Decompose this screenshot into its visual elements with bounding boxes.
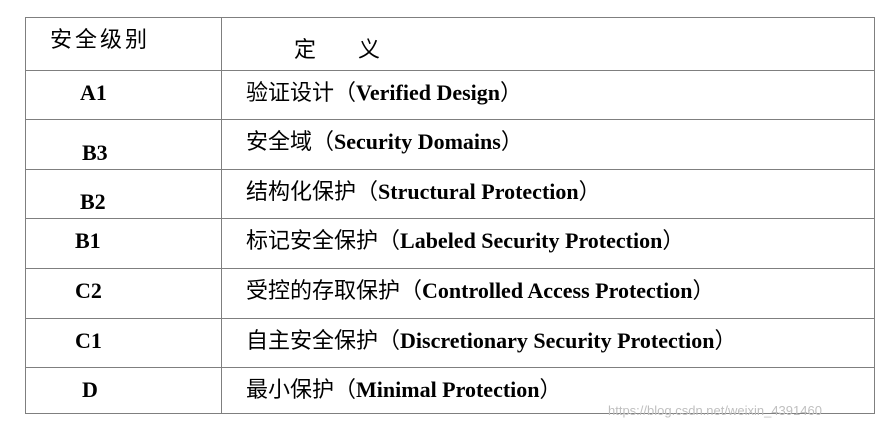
definition-cn: 结构化保护（: [246, 180, 379, 205]
row-divider: [26, 169, 874, 170]
row-divider: [26, 318, 874, 319]
security-level-table: 安全级别 定义 A1 验证设计（Verified Design） B3 安全域（…: [25, 17, 875, 414]
definition-cn: 自主安全保护（: [246, 329, 401, 354]
definition-cell: 安全域（Security Domains）: [246, 129, 523, 156]
row-divider: [26, 367, 874, 368]
definition-en: Controlled Access Protection: [422, 278, 693, 303]
definition-cell: 结构化保护（Structural Protection）: [246, 179, 601, 206]
definition-cell: 验证设计（Verified Design）: [246, 80, 522, 107]
level-cell: A1: [80, 80, 107, 105]
definition-en: Labeled Security Protection: [400, 228, 663, 253]
definition-cn: 安全域（: [246, 130, 335, 155]
definition-close: ）: [714, 329, 737, 354]
definition-cell: 受控的存取保护（Controlled Access Protection）: [246, 278, 715, 305]
level-cell: B2: [80, 189, 106, 214]
definition-cn: 受控的存取保护（: [246, 279, 423, 304]
level-cell: B3: [82, 140, 108, 165]
header-security-level: 安全级别: [50, 28, 151, 53]
row-divider: [26, 268, 874, 269]
definition-close: ）: [539, 378, 562, 403]
definition-close: ）: [662, 229, 685, 254]
row-divider: [26, 119, 874, 120]
watermark: https://blog.csdn.net/weixin_4391460: [608, 403, 822, 418]
definition-en: Discretionary Security Protection: [400, 328, 715, 353]
definition-en: Minimal Protection: [356, 377, 540, 402]
definition-close: ）: [500, 130, 523, 155]
definition-close: ）: [578, 180, 601, 205]
header-definition: 定义: [294, 38, 423, 63]
definition-en: Structural Protection: [378, 179, 579, 204]
definition-cn: 最小保护（: [246, 378, 357, 403]
definition-cn: 标记安全保护（: [246, 229, 401, 254]
definition-cn: 验证设计（: [246, 81, 357, 106]
definition-close: ）: [692, 279, 715, 304]
definition-cell: 自主安全保护（Discretionary Security Protection…: [246, 328, 736, 355]
definition-close: ）: [500, 81, 523, 106]
level-cell: B1: [75, 228, 101, 253]
definition-en: Security Domains: [334, 129, 501, 154]
column-divider: [221, 18, 222, 413]
definition-en: Verified Design: [356, 80, 501, 105]
row-divider: [26, 218, 874, 219]
level-cell: C1: [75, 328, 102, 353]
definition-cell: 最小保护（Minimal Protection）: [246, 377, 562, 404]
row-divider: [26, 70, 874, 71]
definition-cell: 标记安全保护（Labeled Security Protection）: [246, 228, 684, 255]
level-cell: D: [82, 377, 98, 402]
level-cell: C2: [75, 278, 102, 303]
